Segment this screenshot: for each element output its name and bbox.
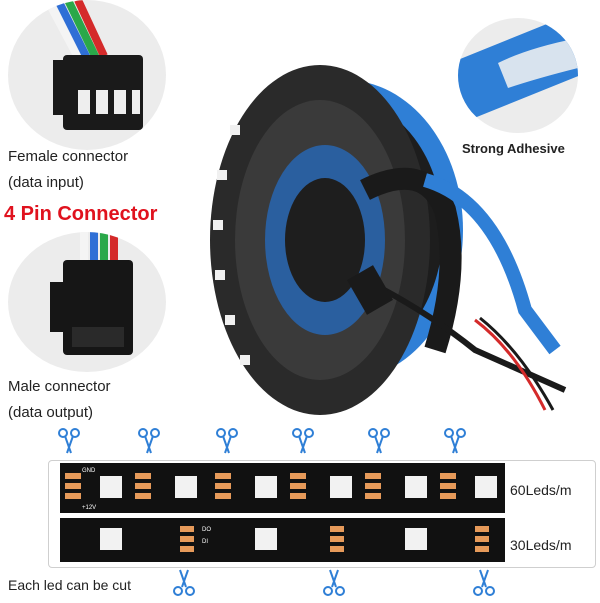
male-connector-note: (data output): [8, 404, 94, 421]
pad-12v-label: +12V: [82, 505, 96, 511]
female-connector-photo: [8, 0, 166, 150]
scissors-icon: [323, 569, 345, 596]
scissors-icon: [58, 428, 80, 454]
scissors-icon: [173, 569, 195, 596]
pad-do-label: DO: [202, 527, 211, 533]
scissors-icon: [473, 569, 495, 596]
male-connector-label: Male connector: [8, 378, 111, 395]
pin-connector-title: 4 Pin Connector: [4, 203, 158, 225]
strip-60-leds: GND +12V: [60, 463, 505, 513]
scissors-row-top: [55, 425, 495, 455]
female-connector-label: Female connector: [8, 148, 129, 165]
cut-caption: Each led can be cut: [8, 577, 131, 593]
adhesive-label: Strong Adhesive: [462, 141, 565, 156]
pad-gnd-label: GND: [82, 468, 96, 474]
density-60-label: 60Leds/m: [510, 482, 572, 498]
scissors-row-bottom: [170, 568, 510, 598]
scissors-icon: [216, 428, 238, 454]
male-connector-photo: [8, 232, 166, 372]
scissors-icon: [368, 428, 390, 454]
pad-di-label: DI: [202, 539, 208, 545]
led-strip-reel-photo: [195, 50, 600, 420]
strip-30-leds: DO DI: [60, 518, 505, 562]
scissors-icon: [292, 428, 314, 454]
density-30-label: 30Leds/m: [510, 537, 572, 553]
adhesive-photo: [458, 18, 578, 133]
scissors-icon: [444, 428, 466, 454]
scissors-icon: [138, 428, 160, 454]
female-connector-note: (data input): [8, 174, 84, 191]
